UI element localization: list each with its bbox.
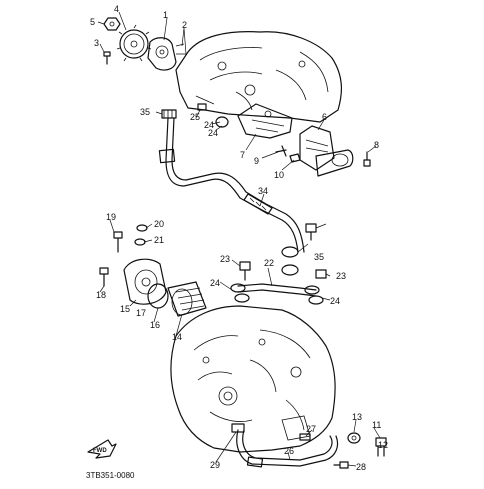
- callout-8: 8: [374, 140, 379, 150]
- callout-14: 14: [172, 332, 182, 342]
- leader-lines: [97, 11, 385, 467]
- callout-11: 11: [372, 420, 381, 430]
- callout-7: 7: [240, 150, 245, 160]
- union-bolt-34: [305, 223, 317, 241]
- washers-33: [281, 246, 299, 276]
- bolt-9-10: [275, 145, 301, 163]
- return-pipe-28: [236, 429, 339, 468]
- callout-27: 25: [190, 112, 200, 122]
- callout-23-right: 23: [336, 271, 346, 281]
- oil-strainer: [299, 125, 354, 177]
- bolt-23-right: [315, 269, 327, 279]
- bolt-3: [103, 51, 111, 65]
- nut: [103, 17, 121, 31]
- callout-15: 15: [120, 304, 130, 314]
- bolt-19: [113, 231, 123, 253]
- bolt-8: [363, 151, 371, 167]
- oil-delivery-pipe: [158, 117, 305, 253]
- callout-24-left: 24: [210, 278, 220, 288]
- o-ring-17: [147, 283, 169, 309]
- front-marker-label: FWD: [93, 448, 107, 454]
- callout-13: 13: [352, 412, 362, 422]
- washers-24-left: [230, 283, 250, 303]
- callout-31: 29: [210, 460, 220, 470]
- oil-pipe-22: [237, 283, 317, 297]
- callout-25: 24: [208, 128, 218, 138]
- washer-13: [347, 432, 361, 444]
- callout-16: 16: [150, 320, 160, 330]
- union-bolt-31: [231, 423, 245, 433]
- callout-17: 17: [136, 308, 146, 318]
- washers-24-right: [304, 285, 324, 305]
- callout-10: 10: [274, 170, 284, 180]
- front-direction-marker: FWD: [87, 439, 117, 459]
- callout-33: 35: [314, 252, 324, 262]
- bolt-29: [299, 433, 311, 441]
- callout-3: 3: [94, 38, 99, 48]
- lower-crankcase: [170, 305, 336, 453]
- callout-labels: 5 4 3 1 2 35 25 24 24 7 6 8 9 10 34 19 2…: [90, 4, 388, 472]
- union-bolt-35: [161, 109, 177, 119]
- callout-32: 34: [258, 186, 268, 196]
- callout-2: 2: [182, 20, 187, 30]
- upper-crankcase: [175, 31, 342, 123]
- o-ring-25: [215, 116, 229, 128]
- callout-1: 1: [163, 10, 168, 20]
- dowel-27: [197, 103, 207, 111]
- callout-12: 12: [378, 440, 388, 450]
- washer-21: [134, 238, 146, 246]
- washer-20: [136, 224, 148, 232]
- callout-26: 24: [204, 120, 214, 130]
- callout-23-left: 23: [220, 254, 230, 264]
- oil-pump-assembly: [147, 37, 186, 71]
- oil-filter-element: [167, 281, 207, 317]
- diagram-code: 3TB351-0080: [86, 471, 135, 480]
- callout-24-right: 24: [330, 296, 340, 306]
- callout-22: 22: [264, 258, 274, 268]
- callout-20: 20: [154, 219, 164, 229]
- callout-4: 4: [114, 4, 119, 14]
- bolt-23-left: [239, 261, 251, 281]
- callout-9: 9: [254, 156, 259, 166]
- oil-filter-cover: [123, 258, 167, 305]
- strainer-bracket: [237, 103, 293, 139]
- bolt-18: [99, 267, 109, 287]
- callout-5: 5: [90, 17, 95, 27]
- callout-6: 6: [322, 112, 327, 122]
- callout-18: 18: [96, 290, 106, 300]
- oil-pump-sprocket: [116, 24, 152, 62]
- callout-19: 19: [106, 212, 116, 222]
- callout-21: 21: [154, 235, 164, 245]
- callout-29: 27: [306, 424, 316, 434]
- bolt-30: [333, 461, 349, 469]
- callout-28: 26: [284, 446, 294, 456]
- callout-35: 35: [140, 107, 150, 117]
- callout-30: 28: [356, 462, 366, 472]
